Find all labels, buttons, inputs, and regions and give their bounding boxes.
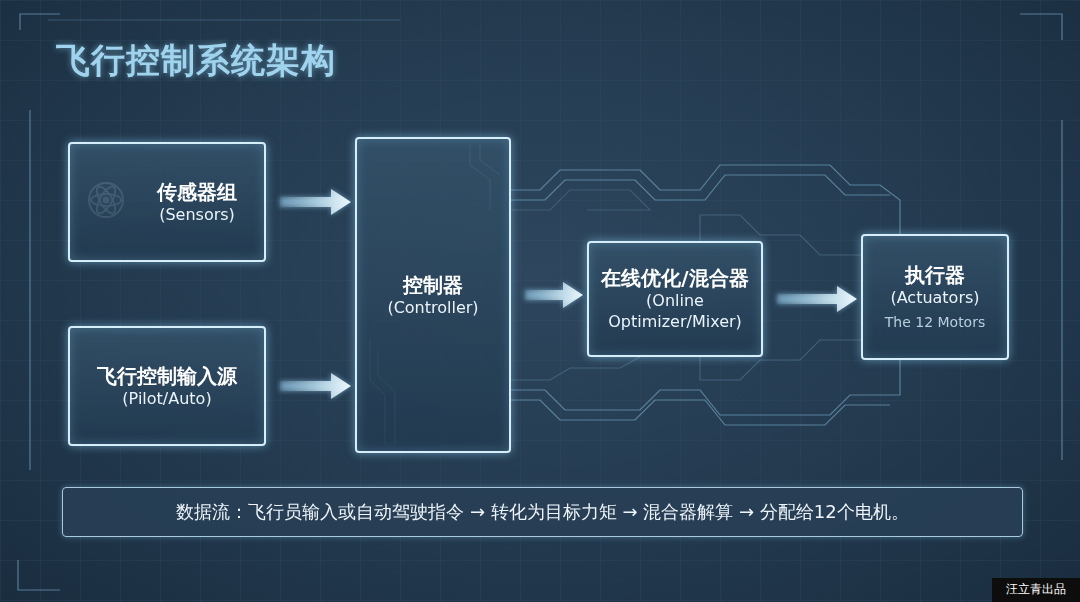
- diagram-title: 飞行控制系统架构: [56, 38, 336, 84]
- actuator-box: 执行器(Actuators) The 12 Motors: [861, 234, 1009, 360]
- arrow-body: [777, 286, 857, 312]
- arrow-glow: [280, 373, 351, 399]
- node-heading: 控制器: [403, 272, 463, 298]
- sensor-box: 传感器组(Sensors): [68, 142, 266, 262]
- arrow-glow: [525, 282, 583, 308]
- arrow-body: [280, 189, 351, 215]
- node-heading: 在线优化/混合器: [601, 265, 748, 291]
- arrow-body: [525, 282, 583, 308]
- node-subtitle: (Sensors): [159, 205, 235, 226]
- watermark: 汪立青出品: [992, 578, 1080, 602]
- flow-arrow: [280, 373, 351, 399]
- flow-arrow: [280, 189, 351, 215]
- node-heading: 数据流：飞行员输入或自动驾驶指令 → 转化为目标力矩 → 混合器解算 → 分配给…: [176, 500, 908, 523]
- node-subtitle: (Pilot/Auto): [122, 389, 211, 410]
- node-subtitle: The 12 Motors: [885, 313, 986, 333]
- controller-box: 控制器(Controller): [355, 137, 511, 453]
- arrow-glow: [280, 189, 351, 215]
- node-heading: 执行器: [905, 262, 965, 288]
- node-subtitle: (Online Optimizer/Mixer): [597, 291, 753, 333]
- node-heading: 飞行控制输入源: [97, 363, 237, 389]
- flow-arrow: [777, 286, 857, 312]
- arrow-glow: [777, 286, 857, 312]
- node-heading: 传感器组: [157, 179, 237, 205]
- node-subtitle: (Actuators): [890, 288, 979, 309]
- node-subtitle: (Controller): [387, 298, 478, 319]
- arrow-body: [280, 373, 351, 399]
- input-box: 飞行控制输入源(Pilot/Auto): [68, 326, 266, 446]
- dataflow-band: 数据流：飞行员输入或自动驾驶指令 → 转化为目标力矩 → 混合器解算 → 分配给…: [62, 487, 1023, 537]
- mixer-box: 在线优化/混合器(Online Optimizer/Mixer): [587, 241, 763, 357]
- flow-arrow: [525, 282, 583, 308]
